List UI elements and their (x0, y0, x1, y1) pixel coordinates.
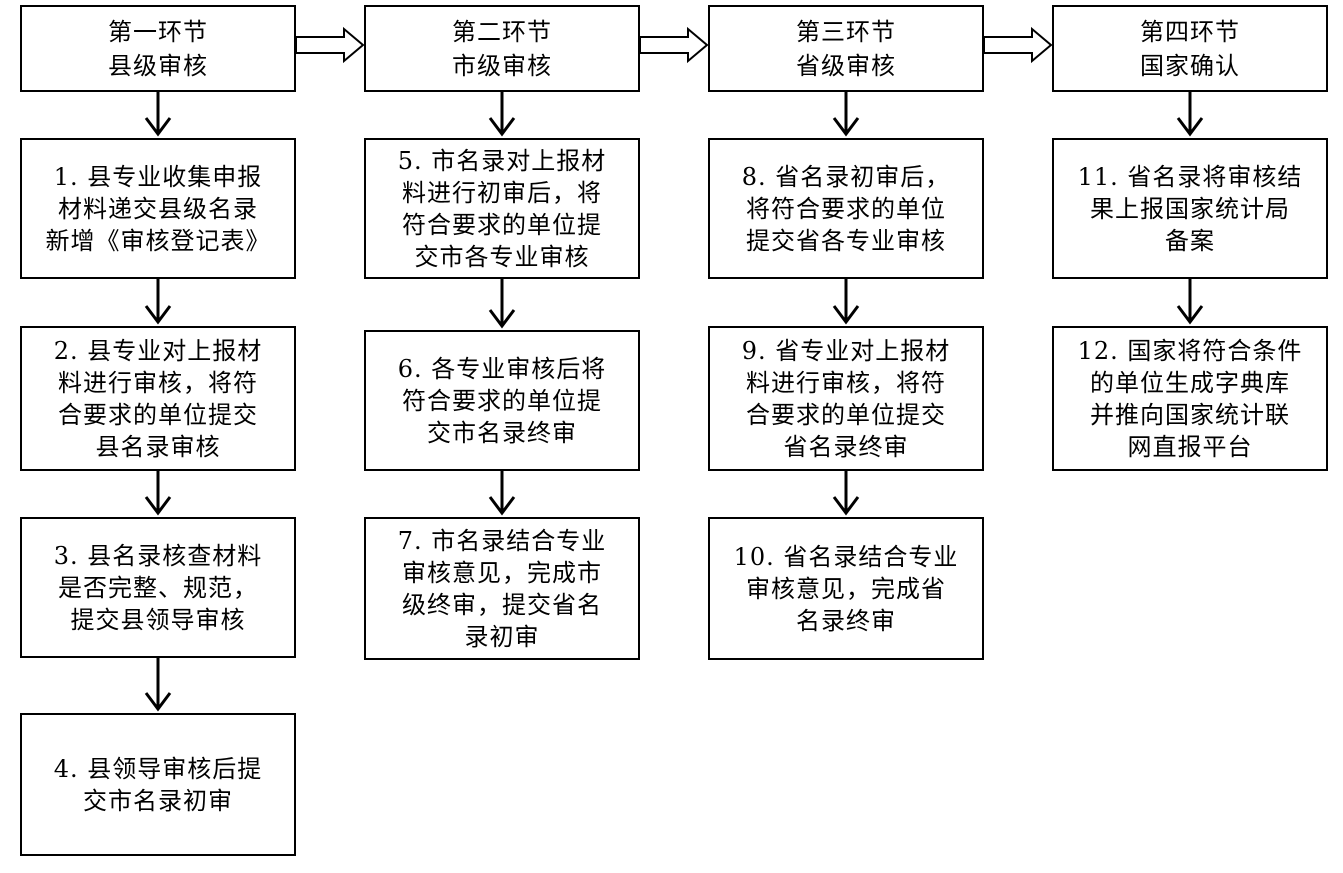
step-5-box: 5. 市名录对上报材 料进行初审后，将 符合要求的单位提 交市各专业审核 (364, 138, 640, 279)
step-10-box: 10. 省名录结合专业 审核意见，完成省 名录终审 (708, 517, 984, 660)
down-arrow (832, 279, 860, 325)
step-1-box: 1. 县专业收集申报 材料递交县级名录 新增《审核登记表》 (20, 138, 296, 279)
step-12-box: 12. 国家将符合条件 的单位生成字典库 并推向国家统计联 网直报平台 (1052, 326, 1328, 471)
down-arrow (488, 471, 516, 516)
down-arrow (488, 92, 516, 137)
down-arrows (144, 92, 1204, 712)
stage-1-header: 第一环节 县级审核 (20, 5, 296, 92)
step-3-box: 3. 县名录核查材料 是否完整、规范， 提交县领导审核 (20, 517, 296, 658)
down-arrow (488, 279, 516, 329)
stage-transition-arrow (295, 26, 365, 64)
stage-3-header: 第三环节 省级审核 (708, 5, 984, 92)
step-4-box: 4. 县领导审核后提 交市名录初审 (20, 713, 296, 856)
down-arrow (144, 658, 172, 712)
step-2-box: 2. 县专业对上报材 料进行审核，将符 合要求的单位提交 县名录审核 (20, 326, 296, 471)
down-arrow (144, 471, 172, 516)
stage-transition-arrow (639, 26, 709, 64)
down-arrow (832, 471, 860, 516)
down-arrow (1176, 279, 1204, 325)
down-arrow (144, 92, 172, 137)
stage-4-header: 第四环节 国家确认 (1052, 5, 1328, 92)
stage-2-header: 第二环节 市级审核 (364, 5, 640, 92)
step-11-box: 11. 省名录将审核结 果上报国家统计局 备案 (1052, 138, 1328, 279)
down-arrow (144, 279, 172, 325)
step-8-box: 8. 省名录初审后， 将符合要求的单位 提交省各专业审核 (708, 138, 984, 279)
down-arrow (832, 92, 860, 137)
stage-transition-arrow (983, 26, 1053, 64)
down-arrow (1176, 92, 1204, 137)
step-7-box: 7. 市名录结合专业 审核意见，完成市 级终审，提交省名 录初审 (364, 517, 640, 660)
step-9-box: 9. 省专业对上报材 料进行审核，将符 合要求的单位提交 省名录终审 (708, 326, 984, 471)
step-6-box: 6. 各专业审核后将 符合要求的单位提 交市名录终审 (364, 330, 640, 471)
